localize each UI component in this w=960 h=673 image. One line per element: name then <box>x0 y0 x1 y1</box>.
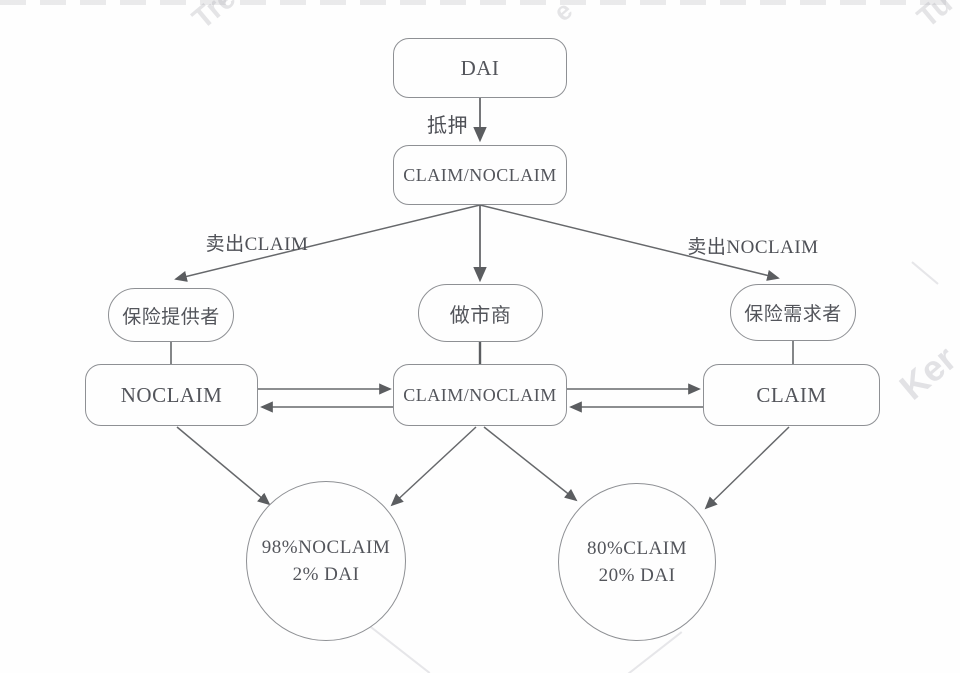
edge-label-sell-noclaim: 卖出NOCLAIM <box>687 237 819 258</box>
left-pool-line2: 2% DAI <box>292 564 360 585</box>
edge-label-sell-claim: 卖出CLAIM <box>205 234 309 255</box>
right-pool-line1: 80%CLAIM <box>586 538 688 559</box>
node-dai: DAI <box>393 38 567 98</box>
node-right-pool: 80%CLAIM 20% DAI <box>558 483 716 641</box>
edge-mid-to-left-pool-arrow <box>390 426 477 507</box>
edge-sell-noclaim-arrow <box>479 204 780 281</box>
edge-sell-claim-arrow <box>174 204 481 282</box>
node-claim-noclaim-top: CLAIM/NOCLAIM <box>393 145 567 205</box>
node-insurance-demander: 保险需求者 <box>730 284 856 341</box>
node-market-maker: 做市商 <box>418 284 543 342</box>
right-pool-line2: 20% DAI <box>598 565 676 586</box>
edge-noclaim-to-left-pool-arrow <box>176 426 271 506</box>
node-insurance-provider: 保险提供者 <box>108 288 234 342</box>
top-edge-text-remnants <box>0 0 960 5</box>
node-noclaim: NOCLAIM <box>85 364 258 426</box>
edge-claim-to-right-pool-arrow <box>704 426 790 510</box>
node-claim-noclaim-mid: CLAIM/NOCLAIM <box>393 364 567 426</box>
left-pool-line1: 98%NOCLAIM <box>261 537 391 558</box>
node-claim: CLAIM <box>703 364 880 426</box>
node-left-pool: 98%NOCLAIM 2% DAI <box>246 481 406 641</box>
edge-label-collateralize: 抵押 <box>427 115 468 137</box>
edge-mid-to-right-pool-arrow <box>483 426 578 502</box>
